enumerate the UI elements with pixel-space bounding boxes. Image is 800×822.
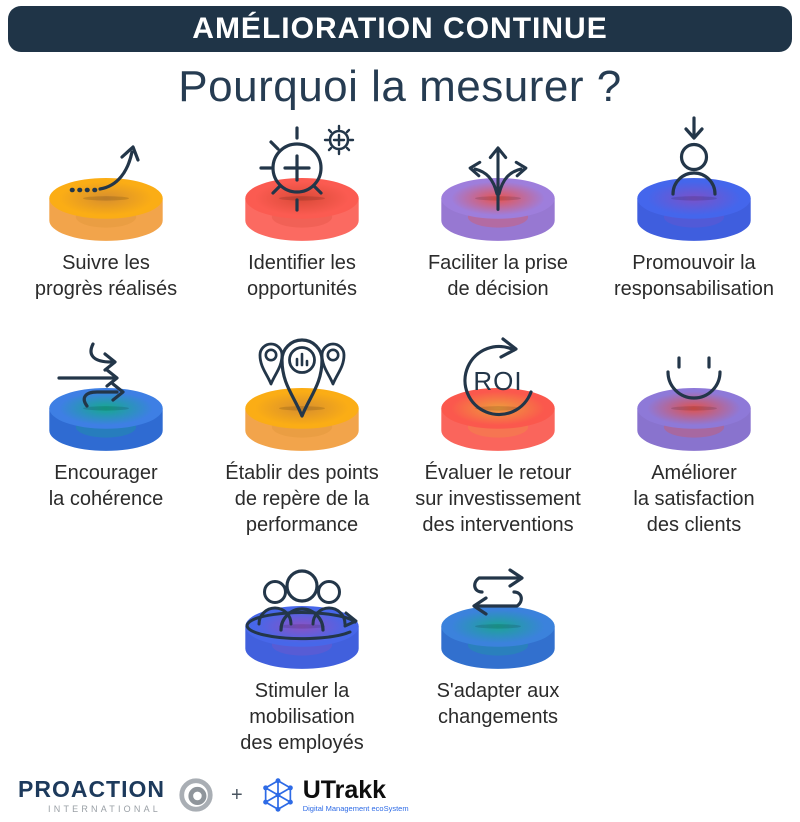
icon-stack	[413, 562, 583, 670]
roi-cycle-icon: ROI	[463, 337, 533, 417]
row-3: Stimuler la mobilisation des employés	[0, 562, 800, 756]
disc-gold	[49, 178, 163, 241]
utrakk-network-icon	[262, 778, 293, 812]
item-label: Établir des points de repère de la perfo…	[225, 462, 379, 536]
disc-red	[245, 178, 359, 241]
item-stimuler-mobilisation: Stimuler la mobilisation des employés	[204, 562, 400, 756]
opportunity-lens-icon	[259, 124, 355, 212]
icon-stack	[217, 124, 387, 242]
smile-icon	[666, 356, 722, 400]
item-faciliter-decision: Faciliter la prise de décision	[400, 130, 596, 302]
disc-blue-teal	[49, 388, 163, 451]
proaction-logo: PROACTION INTERNATIONAL	[18, 776, 165, 814]
proaction-subname: INTERNATIONAL	[48, 804, 161, 814]
item-evaluer-roi: ROI Évaluer le retour sur investissement…	[400, 328, 596, 538]
utrakk-text: UTrakk Digital Management ecoSystem	[302, 775, 409, 813]
header-banner: AMÉLIORATION CONTINUE	[8, 6, 792, 52]
icon-stack	[609, 328, 779, 452]
icon-stack	[609, 116, 779, 242]
accountability-person-icon	[671, 116, 717, 196]
proaction-name: PROACTION	[18, 776, 165, 802]
disc-gold	[245, 388, 359, 451]
item-etablir-reperes: Établir des points de repère de la perfo…	[204, 328, 400, 538]
icon-stack	[21, 130, 191, 242]
item-label: Faciliter la prise de décision	[427, 252, 569, 300]
team-loop-icon	[245, 569, 358, 641]
item-encourager-coherence: Encourager la cohérence	[8, 328, 204, 538]
disc-blue	[637, 178, 751, 241]
row-2: Encourager la cohérence	[0, 328, 800, 538]
utrakk-name: UTrakk	[302, 775, 387, 804]
disc-blue-teal	[441, 606, 555, 669]
icon-stack	[413, 130, 583, 242]
utrakk-logo: UTrakk Digital Management ecoSystem	[259, 776, 409, 814]
trend-arrow-icon	[69, 145, 140, 193]
disc-purple-red	[637, 388, 751, 451]
benchmark-pins-icon	[258, 338, 346, 418]
item-identifier-opportunites: Identifier les opportunités	[204, 124, 400, 302]
icon-stack	[217, 562, 387, 670]
icon-stack	[217, 328, 387, 452]
item-label: S'adapter aux changements	[436, 680, 560, 728]
item-suivre-progres: Suivre les progrès réalisés	[8, 130, 204, 302]
item-sadapter-changements: S'adapter aux changements	[400, 562, 596, 756]
banner-text: AMÉLIORATION CONTINUE	[192, 12, 608, 45]
row-1: Suivre les progrès réalisés	[0, 116, 800, 302]
item-label: Identifier les opportunités	[246, 252, 358, 300]
footer-logos: PROACTION INTERNATIONAL + UTrakk Digital…	[18, 776, 409, 814]
item-label: Promouvoir la responsabilisation	[613, 252, 775, 300]
item-promouvoir-responsabilisation: Promouvoir la responsabilisation	[596, 116, 792, 302]
utrakk-tagline: Digital Management ecoSystem	[302, 803, 409, 813]
item-label: Stimuler la mobilisation des employés	[240, 680, 364, 754]
item-label: Évaluer le retour sur investissement des…	[415, 462, 581, 536]
roi-text: ROI	[473, 366, 522, 396]
coherence-arrows-icon	[57, 342, 125, 408]
icon-stack: ROI	[413, 328, 583, 452]
icon-stack	[21, 328, 191, 452]
item-label: Encourager la cohérence	[48, 462, 164, 510]
item-ameliorer-satisfaction: Améliorer la satisfaction des clients	[596, 328, 792, 538]
swap-arrows-icon	[472, 568, 524, 616]
item-label: Améliorer la satisfaction des clients	[633, 462, 755, 536]
item-label: Suivre les progrès réalisés	[34, 252, 178, 300]
decision-arrows-icon	[468, 146, 528, 211]
page-title: Pourquoi la mesurer ?	[178, 62, 622, 111]
proaction-circles-icon	[179, 778, 213, 812]
plus-sign: +	[231, 783, 243, 806]
